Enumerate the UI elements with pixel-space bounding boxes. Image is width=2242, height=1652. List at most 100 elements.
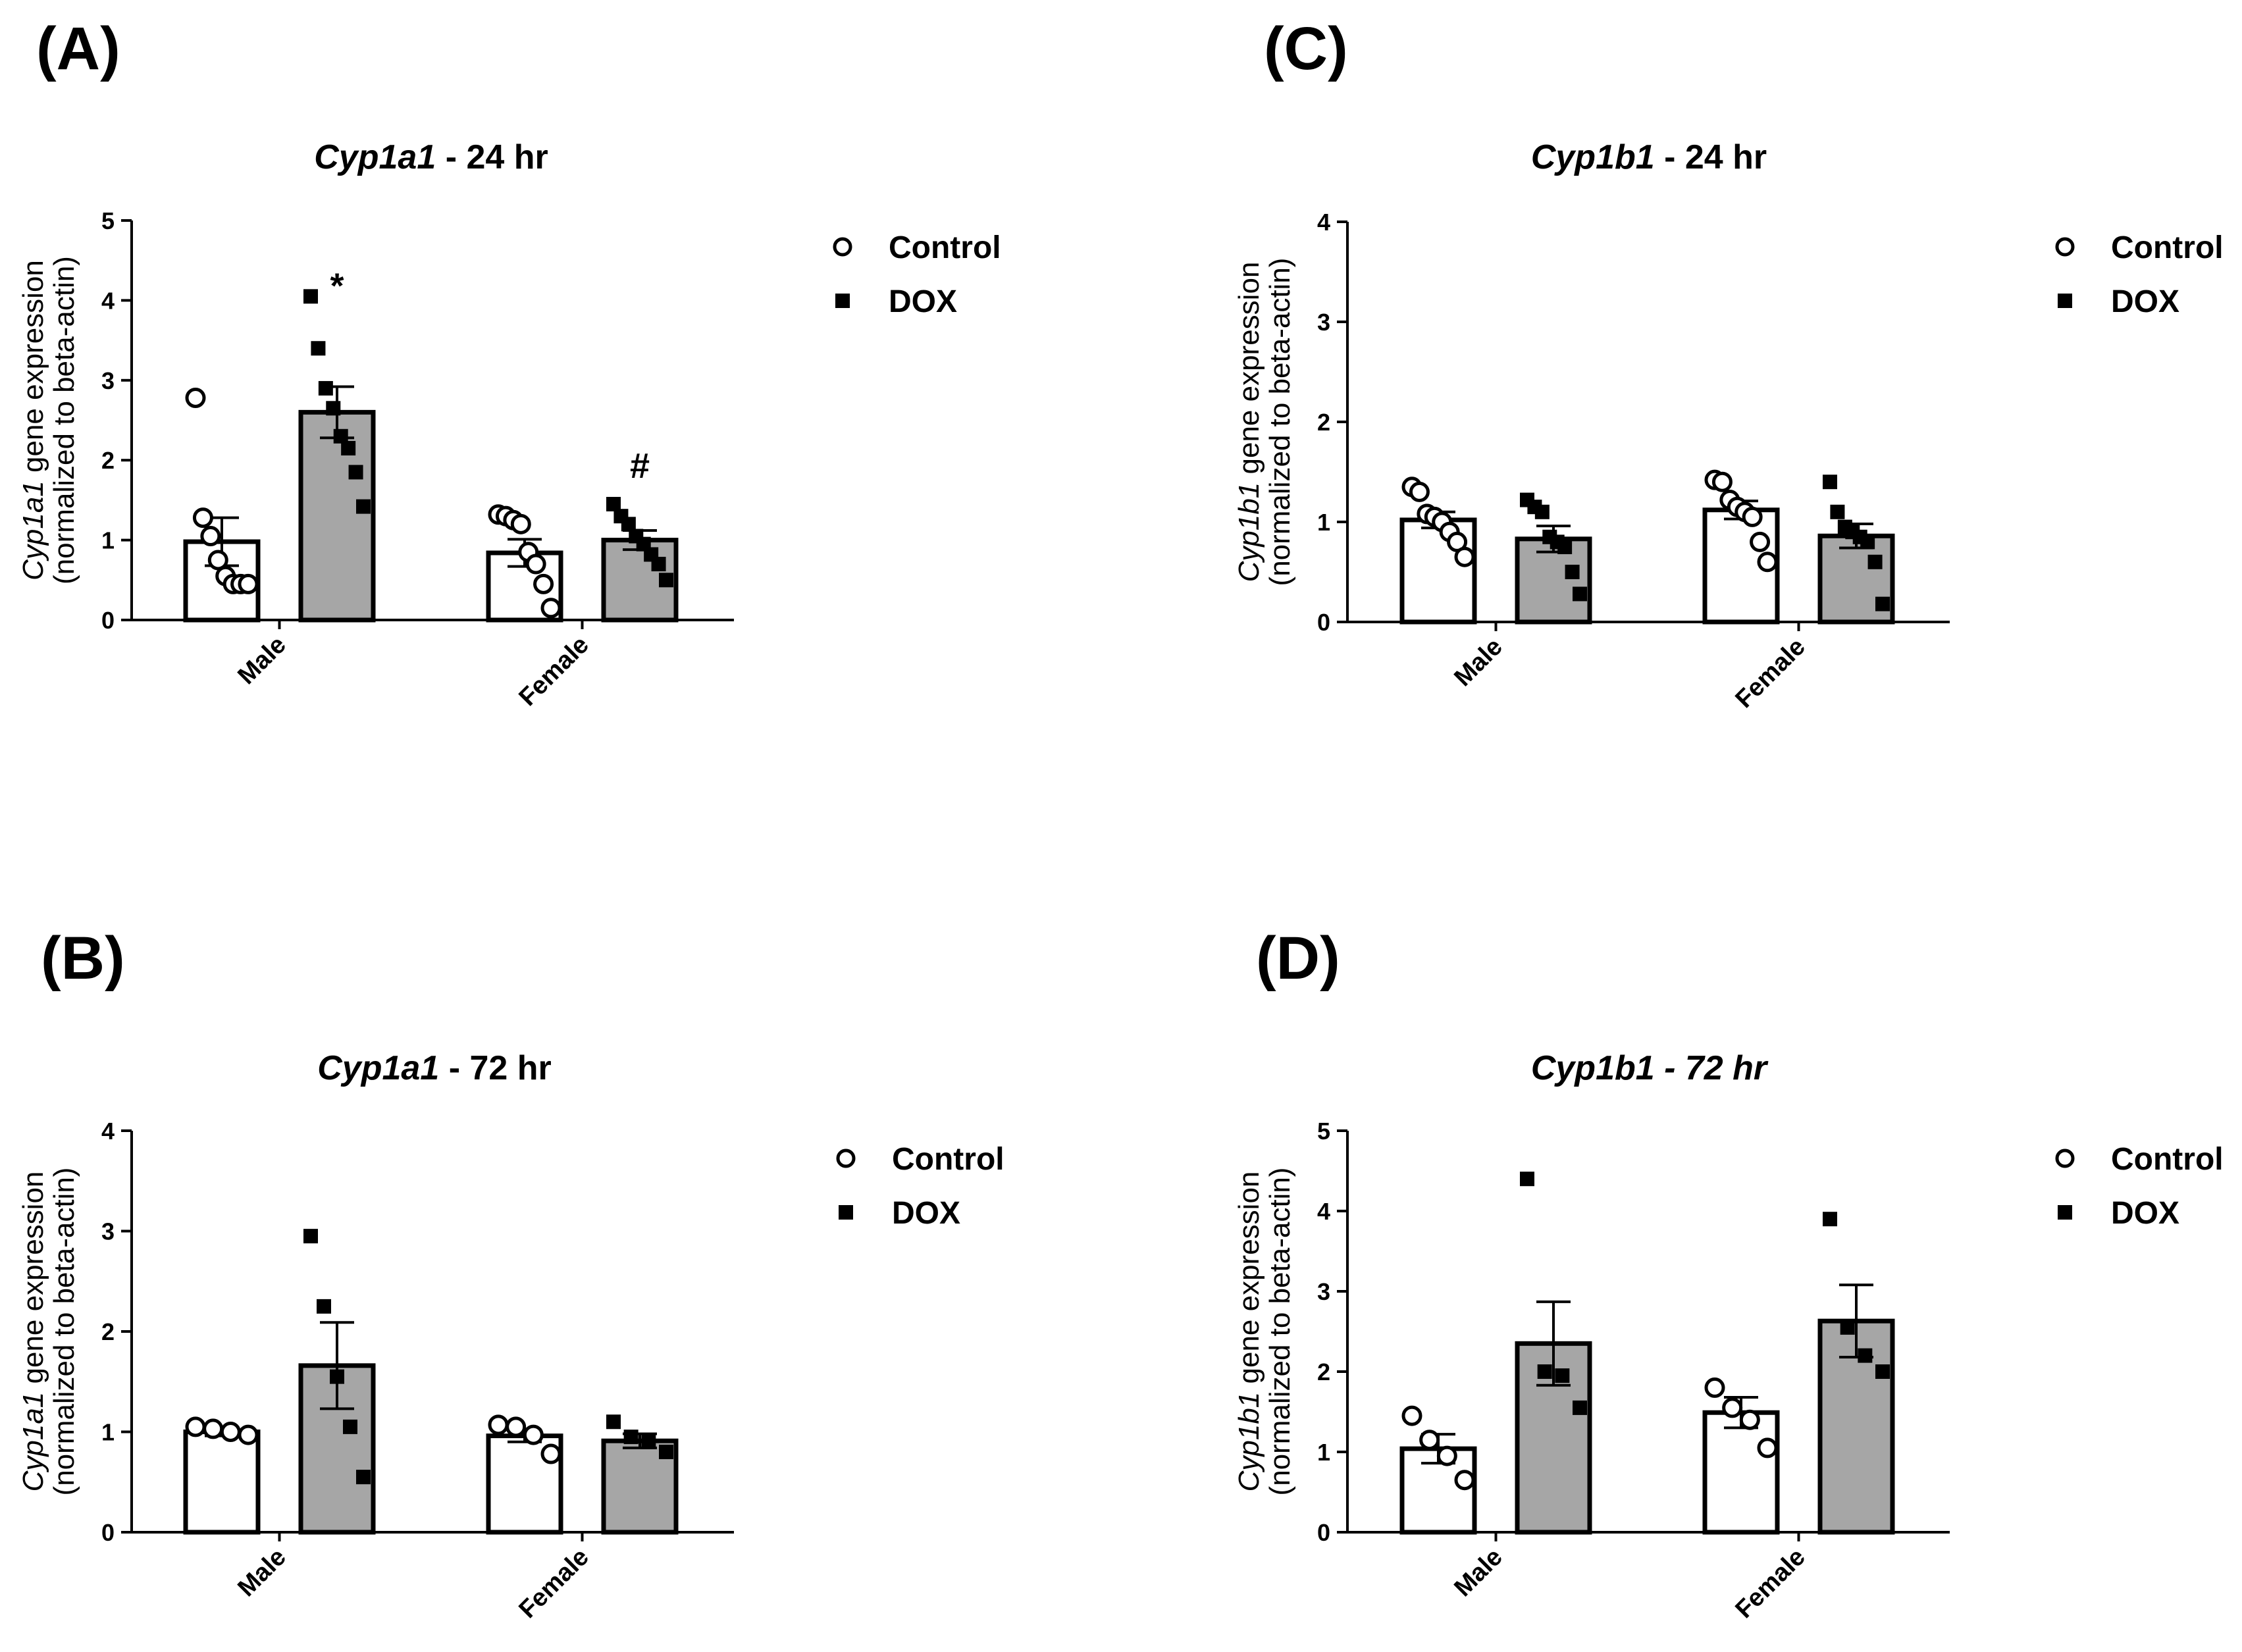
point-control [1742,506,1763,527]
chart-title-rest: - 24 hr [1655,138,1767,176]
y-tick-label: 5 [101,207,115,234]
y-tick-label: 1 [1317,1439,1330,1466]
y-tick-label: 1 [101,527,115,554]
y-axis-label-line2: (normalized to beta-actin) [48,256,80,584]
legend-control-marker [833,237,852,257]
x-category-label: Male [232,631,291,690]
chart-title-italic: Cyp1a1 [314,138,436,176]
y-tick-label: 4 [101,287,115,314]
point-control [1409,481,1430,502]
point-control [1436,1445,1457,1466]
legend-dox-label: DOX [892,1196,960,1231]
point-control [220,1422,241,1442]
point-control [523,1424,544,1445]
legend-dox-label: DOX [889,284,957,319]
y-axis-label-gene: Cyp1b1 [1233,482,1265,582]
point-control [238,573,259,594]
point-dox [1823,1212,1837,1227]
point-dox [356,499,371,514]
y-axis-label-line2: (normalized to beta-actin) [1264,1168,1296,1496]
point-dox [641,1434,656,1449]
point-control [185,388,206,409]
point-control [1739,1409,1760,1430]
point-dox [1875,1364,1890,1379]
y-axis-label: Cyp1b1 gene expression [1233,1172,1265,1492]
point-control [192,507,213,529]
point-dox [1823,475,1837,490]
point-control [1711,471,1733,492]
x-category-label: Female [1731,1543,1811,1624]
y-axis-label-rest: gene expression [17,1172,49,1392]
point-control [1750,531,1771,552]
point-dox [1840,1320,1855,1335]
y-tick-label: 2 [1317,1358,1330,1385]
point-control [506,1416,527,1437]
point-control [488,1414,509,1435]
panel-label: (B) [41,925,125,992]
y-tick-label: 4 [1317,1198,1330,1225]
point-control [1454,546,1475,567]
legend-control-marker [2055,1149,2075,1168]
legend-dox-marker [835,294,850,308]
y-tick-label: 3 [1317,309,1330,336]
point-dox [1830,504,1845,519]
chart-title-italic: Cyp1a1 [317,1049,439,1087]
y-tick-label: 4 [101,1118,115,1145]
point-control [533,573,554,594]
bar-control [1702,1410,1780,1535]
legend-dox-label: DOX [2111,284,2179,319]
point-dox [1557,540,1573,554]
chart-title-italic: Cyp1b1 [1531,138,1655,176]
x-category-label: Male [1449,1543,1507,1602]
point-dox [343,1419,357,1434]
point-dox [621,517,636,532]
point-dox [356,1470,371,1485]
panel-label: (A) [36,15,120,82]
point-dox [1860,534,1875,550]
y-axis-label-line2: (normalized to beta-actin) [1264,258,1296,586]
x-category-label: Female [514,631,594,711]
point-dox [1858,1348,1873,1363]
y-tick-label: 1 [101,1419,115,1446]
y-tick-label: 2 [101,447,115,474]
y-axis-label-line2: (normalized to beta-actin) [48,1168,80,1496]
y-tick-label: 3 [101,367,115,394]
y-tick-label: 4 [1317,209,1330,236]
y-axis-label-rest: gene expression [1233,1172,1265,1392]
y-axis-label: Cyp1b1 gene expression [1233,262,1265,582]
y-tick-label: 0 [1317,609,1330,636]
chart-title: Cyp1a1 - 72 hr [317,1049,552,1087]
point-dox [651,557,666,572]
legend-control-label: Control [892,1142,1004,1177]
point-dox [348,465,363,480]
y-axis-label: Cyp1a1 gene expression [17,1172,49,1492]
panel-label: (D) [1256,925,1340,992]
point-control [540,598,561,619]
legend-control-label: Control [889,230,1001,265]
point-control [185,1416,206,1437]
bar-dox [298,409,376,623]
legend-control-marker [836,1149,856,1168]
point-dox [1875,596,1890,611]
point-dox [303,289,318,304]
point-dox [317,1299,331,1314]
y-tick-label: 0 [101,607,115,634]
chart-title: Cyp1a1 - 24 hr [314,138,548,176]
legend-control-marker [2055,237,2075,257]
point-control [203,1418,224,1439]
chart-panel: (D) Cyp1b1 - 72 hr Cyp1b1 gene expression(… [1233,925,2224,1624]
bar-control [183,1430,261,1535]
legend-dox-marker [839,1205,853,1220]
chart-title: Cyp1b1 - 72 hr [1531,1049,1769,1087]
x-category-label: Male [232,1543,291,1602]
point-control [1757,552,1778,573]
point-dox [318,380,333,396]
point-control [1704,1377,1725,1398]
point-control [207,550,228,571]
significance-marker: * [330,266,344,305]
y-tick-label: 1 [1317,509,1330,536]
point-control [1401,1405,1422,1426]
